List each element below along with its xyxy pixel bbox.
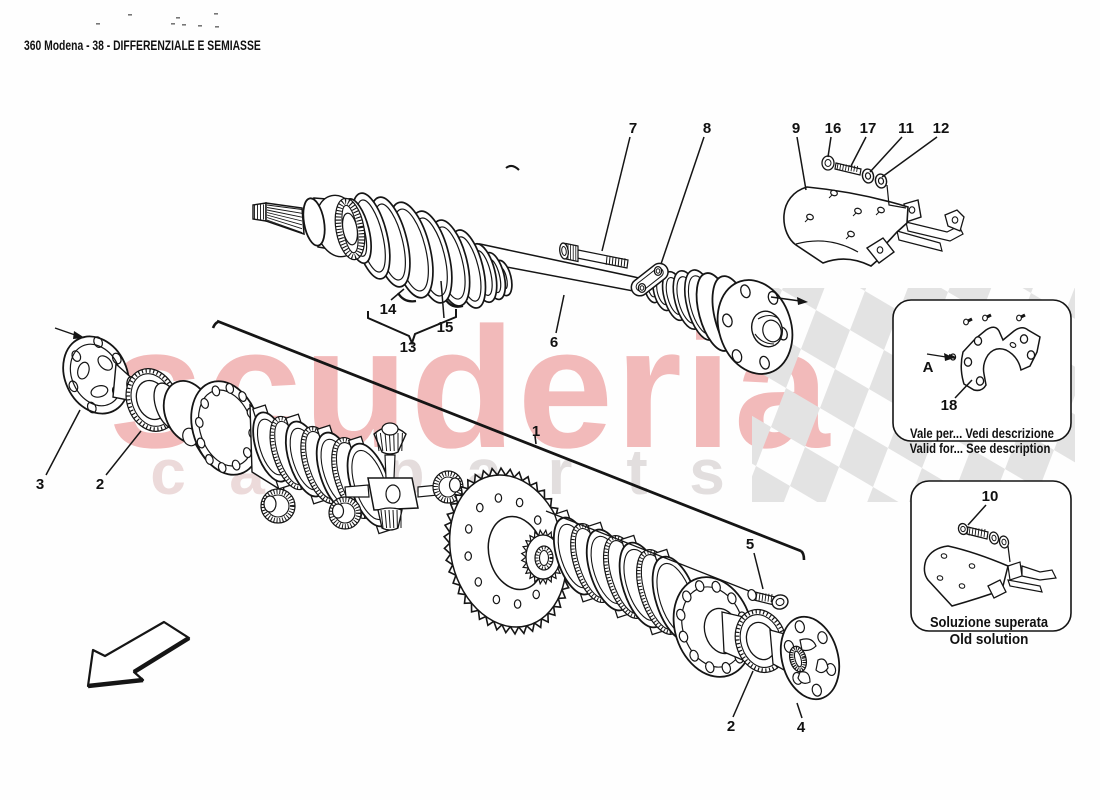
svg-text:Soluzione superata: Soluzione superata xyxy=(930,613,1048,630)
svg-text:2: 2 xyxy=(96,476,104,493)
svg-text:18: 18 xyxy=(941,397,958,414)
svg-text:Vale per... Vedi descrizione: Vale per... Vedi descrizione xyxy=(910,426,1054,441)
svg-text:8: 8 xyxy=(703,120,711,137)
svg-text:r: r xyxy=(548,436,573,508)
svg-text:7: 7 xyxy=(629,120,637,137)
svg-text:Old solution: Old solution xyxy=(950,631,1029,648)
svg-text:6: 6 xyxy=(550,334,558,351)
svg-text:13: 13 xyxy=(400,339,417,356)
svg-text:9: 9 xyxy=(792,120,800,137)
svg-text:3: 3 xyxy=(36,476,44,493)
svg-text:Valid for... See description: Valid for... See description xyxy=(910,441,1051,456)
svg-text:t: t xyxy=(626,436,647,508)
svg-text:c: c xyxy=(150,436,186,508)
svg-text:2: 2 xyxy=(727,718,735,735)
svg-text:11: 11 xyxy=(898,120,914,137)
svg-text:14: 14 xyxy=(380,301,397,318)
svg-text:17: 17 xyxy=(860,120,877,137)
svg-text:12: 12 xyxy=(933,120,950,137)
svg-text:16: 16 xyxy=(825,120,842,137)
svg-text:s: s xyxy=(689,436,725,508)
svg-text:5: 5 xyxy=(746,536,754,553)
svg-text:A: A xyxy=(923,359,934,376)
svg-text:10: 10 xyxy=(982,488,999,505)
svg-text:360 Modena - 38 - DIFFERENZIAL: 360 Modena - 38 - DIFFERENZIALE E SEMIAS… xyxy=(24,38,261,54)
svg-text:4: 4 xyxy=(797,719,806,736)
svg-text:1: 1 xyxy=(532,423,540,440)
